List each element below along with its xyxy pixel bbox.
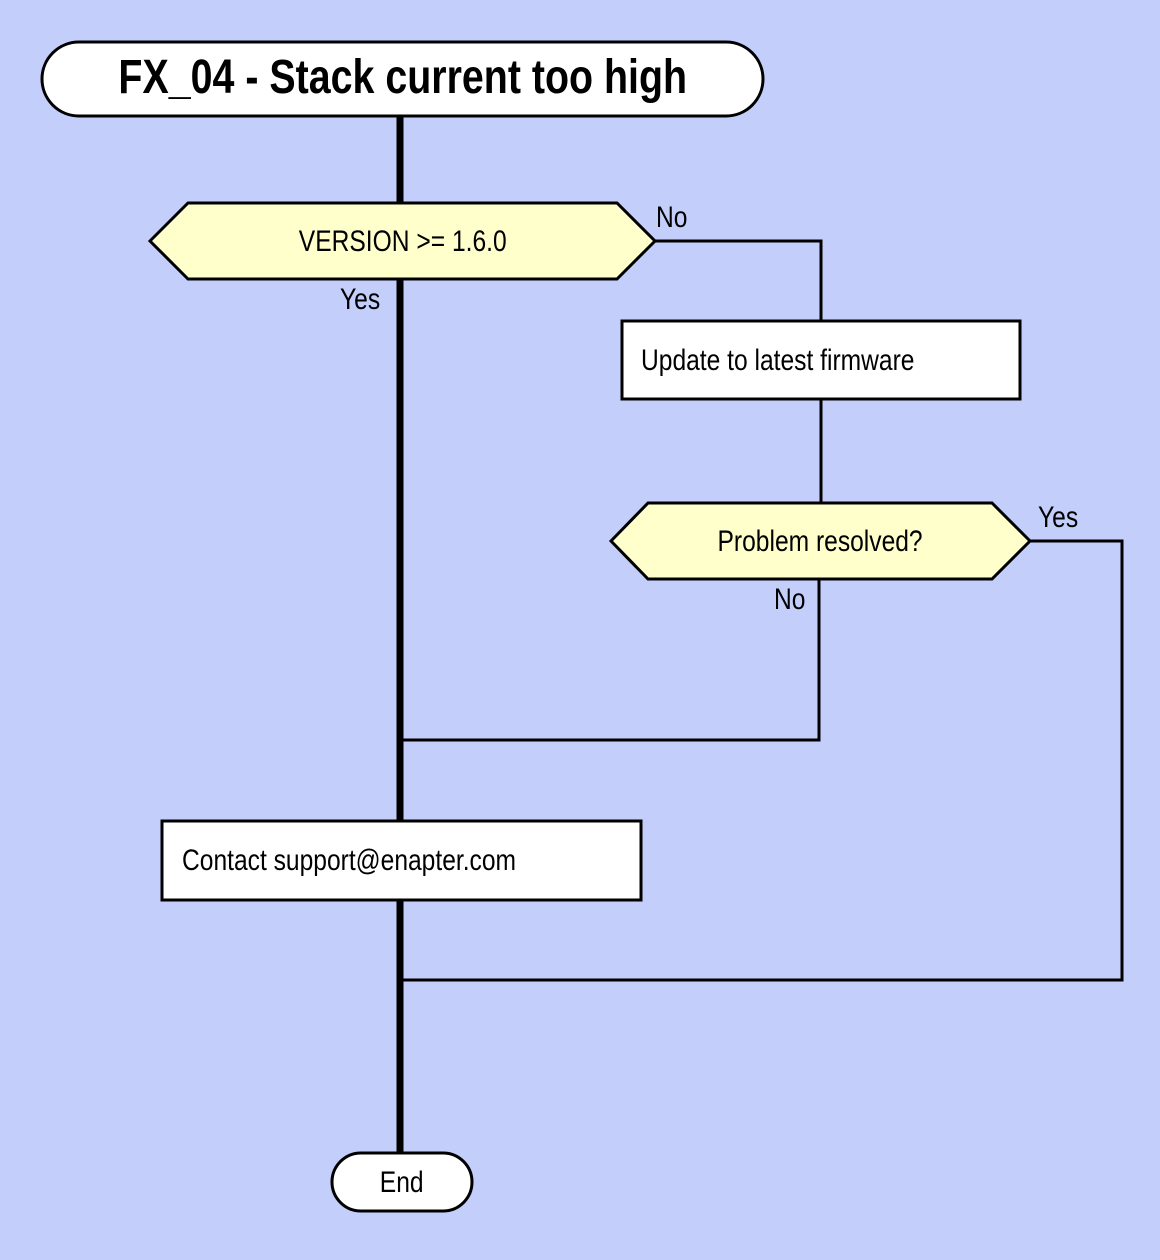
edge-label-version-yes: Yes xyxy=(340,283,381,316)
title-node-shape xyxy=(40,40,765,118)
edge-label-resolved-yes: Yes xyxy=(1038,501,1079,534)
decision-resolved-shape xyxy=(608,501,1033,581)
edge-resolved-yes xyxy=(400,539,1124,982)
title-node-label: FX_04 - Stack current too high xyxy=(118,50,687,104)
process-contact-support-label: Contact support@enapter.com xyxy=(182,844,517,877)
edge-label-version-no: No xyxy=(656,201,688,234)
process-update-firmware-node: Update to latest firmware xyxy=(641,321,1011,399)
process-contact-support-node: Contact support@enapter.com xyxy=(182,821,632,900)
title-node: FX_04 - Stack current too high xyxy=(40,40,765,116)
edge-version-no xyxy=(655,239,823,322)
decision-resolved-label: Problem resolved? xyxy=(717,524,924,558)
end-node-shape xyxy=(330,1151,474,1213)
end-node-label: End xyxy=(380,1165,424,1199)
process-update-firmware-label: Update to latest firmware xyxy=(641,343,915,377)
process-update-firmware-shape xyxy=(620,319,1022,401)
decision-version-shape xyxy=(147,201,658,281)
process-contact-support-shape xyxy=(160,819,643,902)
decision-version-label: VERSION >= 1.6.0 xyxy=(298,224,507,258)
decision-version-node: VERSION >= 1.6.0 xyxy=(150,203,655,279)
decision-resolved-node: Problem resolved? xyxy=(611,503,1030,579)
edge-label-resolved-no: No xyxy=(774,583,806,616)
end-node: End xyxy=(332,1153,472,1211)
edge-resolved-no xyxy=(400,580,821,742)
